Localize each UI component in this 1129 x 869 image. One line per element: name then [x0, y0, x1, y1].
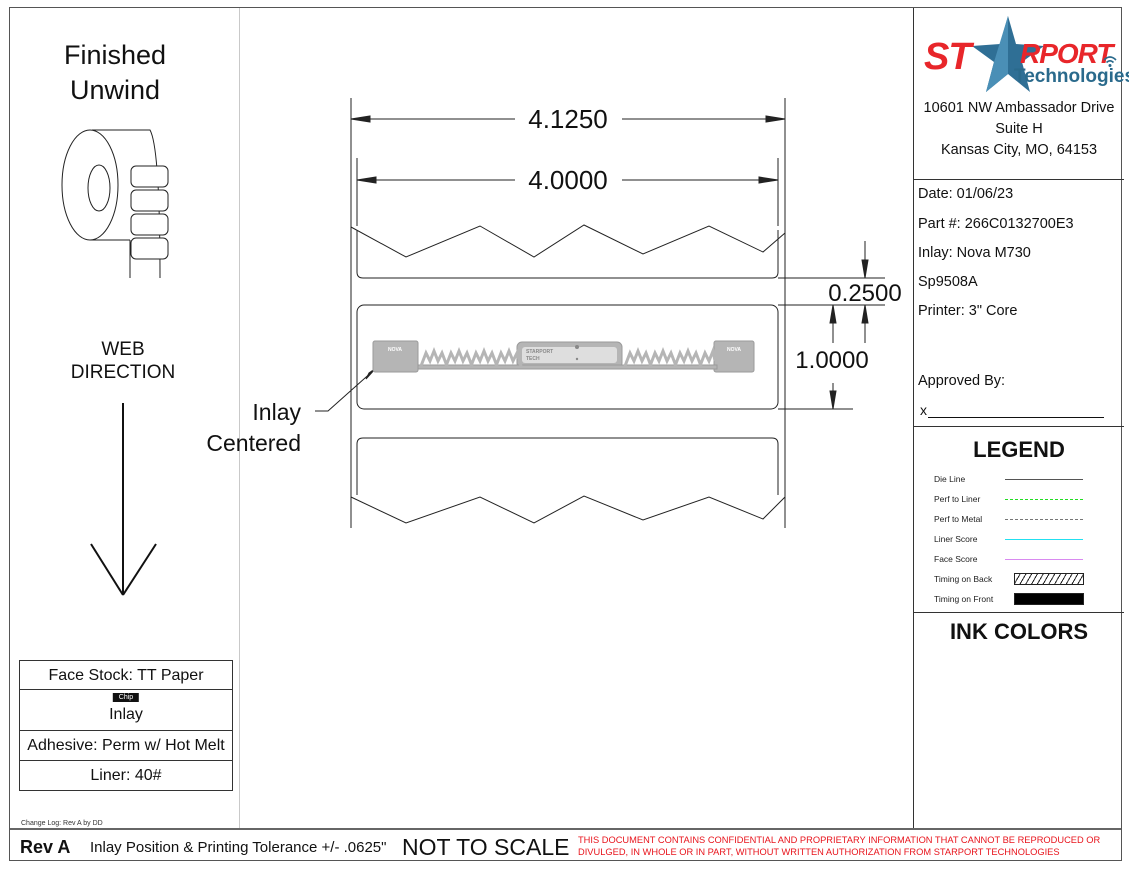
chip-badge: Chip	[112, 693, 140, 702]
web-direction-line1: WEB	[101, 339, 145, 360]
unwind-title-line1: Finished	[63, 40, 167, 70]
printer-field: Printer: 3" Core	[918, 303, 1018, 319]
tolerance-note: Inlay Position & Printing Tolerance +/- …	[90, 839, 387, 856]
revision-label: Rev A	[20, 837, 71, 857]
signature-blank	[928, 406, 1104, 418]
inlay-field: Inlay: Nova M730	[918, 245, 1031, 261]
timing-on-back-swatch	[1014, 573, 1084, 585]
title-block: ST RPORT Technologies 10601 NW Ambassado…	[913, 8, 1129, 828]
dim-gap: 0.2500	[828, 280, 901, 307]
address-line3: Kansas City, MO, 64153	[940, 142, 1098, 158]
logo-text-technologies: Technologies	[1014, 66, 1129, 87]
change-log: Change Log: Rev A by DD	[21, 820, 103, 827]
spec-code-field: Sp9508A	[918, 274, 978, 290]
legend-title: LEGEND	[973, 437, 1065, 462]
left-info-column: Finished Unwind WEB DIRECTION	[10, 8, 240, 828]
inlay-brand-line1: STARPORT	[526, 349, 553, 355]
inlay-label-right: NOVA	[727, 347, 741, 353]
face-stock-row: Face Stock: TT Paper	[20, 661, 232, 690]
date-field: Date: 01/06/23	[918, 186, 1014, 202]
label-roll-icon	[61, 129, 169, 279]
signature-line[interactable]: x	[920, 402, 1106, 418]
logo-text-rport: RPORT	[1020, 38, 1113, 69]
company-logo: ST RPORT Technologies	[922, 14, 1129, 94]
not-to-scale-note: NOT TO SCALE	[402, 834, 570, 860]
arrow-down-icon	[90, 403, 157, 596]
dim-overall-width: 4.1250	[528, 104, 608, 134]
legend-timing-on-back: Timing on Back	[934, 573, 1114, 585]
part-number-field: Part #: 266C0132700E3	[918, 216, 1074, 232]
confidentiality-notice: THIS DOCUMENT CONTAINS CONFIDENTIAL AND …	[578, 835, 1123, 858]
inlay-note-line2: Centered	[206, 430, 301, 456]
web-direction-line2: DIRECTION	[70, 362, 176, 383]
part-info-block: Date: 01/06/23 Part #: 266C0132700E3 Inl…	[914, 180, 1124, 427]
unwind-title-line2: Unwind	[69, 75, 161, 105]
dim-label-height: 1.0000	[795, 347, 868, 374]
company-address: 10601 NW Ambassador Drive Suite H Kansas…	[914, 98, 1124, 161]
face-score-swatch	[1005, 559, 1083, 560]
rfid-inlay-graphic: NOVA NOVA STARPORT TECH	[372, 340, 755, 373]
inlay-callout-leader	[315, 367, 377, 412]
perf-to-metal-swatch	[1005, 519, 1083, 520]
footer-bar: Rev A Inlay Position & Printing Toleranc…	[10, 828, 1121, 861]
legend-timing-on-front: Timing on Front	[934, 593, 1114, 605]
confidentiality-line1: THIS DOCUMENT CONTAINS CONFIDENTIAL AND …	[578, 835, 1101, 845]
approved-by-label: Approved By:	[918, 373, 1006, 389]
liner-row: Liner: 40#	[90, 767, 162, 784]
ink-colors-title: INK COLORS	[949, 619, 1089, 644]
liner-score-swatch	[1005, 539, 1083, 540]
inlay-brand-line2: TECH	[526, 356, 540, 362]
legend-perf-to-metal: Perf to Metal	[934, 513, 1114, 525]
dim-label-width: 4.0000	[528, 165, 608, 195]
label-die-drawing: 4.1250 4.0000 0.2500 1.0000 Inlay Center…	[206, 98, 902, 528]
logo-text-st: ST	[924, 36, 972, 78]
drawing-sheet: Finished Unwind WEB DIRECTION	[9, 7, 1129, 861]
wifi-icon	[1103, 56, 1117, 67]
company-block: ST RPORT Technologies 10601 NW Ambassado…	[914, 8, 1129, 180]
legend-perf-to-liner: Perf to Liner	[934, 493, 1114, 505]
perf-to-liner-swatch	[1005, 499, 1083, 500]
star-logo-icon	[972, 16, 1044, 92]
inlay-label: Inlay	[109, 706, 143, 723]
inlay-note-line1: Inlay	[252, 399, 301, 425]
web-direction-label: WEB DIRECTION	[28, 338, 218, 384]
inlay-label-left: NOVA	[388, 347, 402, 353]
address-line2: Suite H	[995, 121, 1043, 137]
adhesive-row: Adhesive: Perm w/ Hot Melt	[20, 731, 232, 761]
timing-on-front-swatch	[1014, 593, 1084, 605]
ink-colors-block: INK COLORS	[914, 613, 1124, 828]
unwind-title: Finished Unwind	[10, 38, 220, 108]
address-line1: 10601 NW Ambassador Drive	[923, 100, 1115, 116]
material-spec-table: Face Stock: TT Paper Chip Inlay Adhesive…	[19, 660, 233, 791]
die-line-swatch	[1005, 479, 1083, 480]
legend-die-line: Die Line	[934, 473, 1114, 485]
legend-block: LEGEND Die Line Perf to Liner Perf to Me…	[914, 427, 1124, 613]
legend-face-score: Face Score	[934, 553, 1114, 565]
signature-prefix: x	[920, 402, 927, 418]
confidentiality-line2: DIVULGED, IN WHOLE OR IN PART, WITHOUT W…	[578, 846, 1060, 857]
inlay-row: Chip Inlay	[20, 690, 232, 731]
legend-liner-score: Liner Score	[934, 533, 1114, 545]
